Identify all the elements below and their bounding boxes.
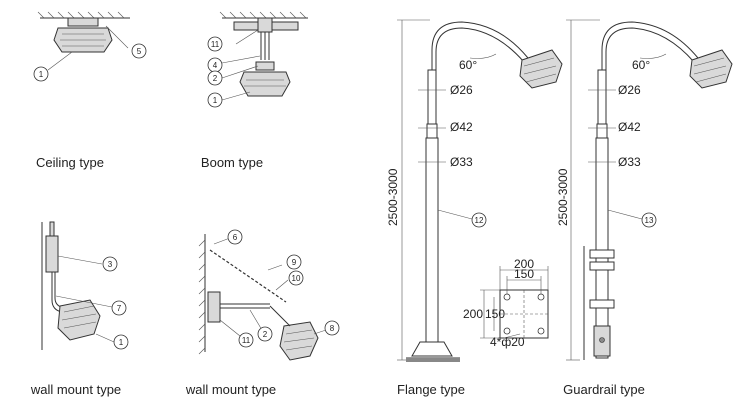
support-chain — [209, 249, 287, 303]
caption-guardrail: Guardrail type — [563, 382, 645, 397]
caption-boom: Boom type — [201, 155, 263, 170]
callout-1c — [113, 334, 129, 350]
svg-text:150: 150 — [485, 307, 505, 321]
angle-label-flange: 60° — [459, 58, 477, 72]
svg-text:Ø42: Ø42 — [450, 120, 473, 134]
svg-text:2: 2 — [263, 330, 268, 339]
svg-text:8: 8 — [330, 324, 335, 333]
callout-12 — [471, 212, 487, 228]
pole-arm — [431, 21, 529, 70]
callout-8 — [324, 320, 340, 336]
flange-plate-detail: 200 150 200 150 4*ф20 — [463, 257, 549, 349]
svg-text:Ø42: Ø42 — [618, 120, 641, 134]
rail-clamp-upper — [589, 249, 615, 259]
wall-mount-figure-2: 6 9 10 11 2 8 — [198, 229, 340, 361]
flange-base — [411, 341, 453, 357]
height-dim-flange: 2500-3000 — [386, 168, 400, 226]
svg-text:150: 150 — [514, 267, 534, 281]
callout-7 — [111, 300, 127, 316]
wall-lamp-1 — [57, 299, 101, 341]
flange-lamp — [519, 49, 563, 89]
svg-text:7: 7 — [117, 304, 122, 313]
caption-wall-2: wall mount type — [185, 382, 276, 397]
boom-lamp — [239, 71, 291, 97]
svg-text:Ø26: Ø26 — [450, 83, 473, 97]
svg-text:5: 5 — [137, 47, 142, 56]
svg-text:4: 4 — [213, 61, 218, 70]
flange-type-figure: 2500-3000 60° Ø26 Ø42 Ø33 12 — [386, 19, 563, 362]
svg-text:Ø33: Ø33 — [618, 155, 641, 169]
callout-1b — [207, 92, 223, 108]
callout-10 — [288, 270, 304, 286]
svg-text:200: 200 — [514, 257, 534, 271]
svg-text:1: 1 — [119, 338, 124, 347]
callout-2b — [257, 326, 273, 342]
angle-label-guardrail: 60° — [632, 58, 650, 72]
svg-text:11: 11 — [211, 40, 220, 49]
svg-text:2: 2 — [213, 74, 218, 83]
caption-ceiling: Ceiling type — [36, 155, 104, 170]
rail-clamp-lower — [589, 299, 615, 309]
svg-text:4*ф20: 4*ф20 — [490, 335, 525, 349]
callout-5 — [131, 43, 147, 59]
svg-text:10: 10 — [292, 274, 301, 283]
height-dim-guardrail: 2500-3000 — [556, 168, 570, 226]
callout-9 — [286, 254, 302, 270]
boom-type-figure: 11 4 2 1 — [207, 11, 308, 108]
guardrail-pole — [595, 137, 609, 359]
svg-text:11: 11 — [242, 336, 251, 345]
svg-text:6: 6 — [233, 233, 238, 242]
lower-pole — [425, 137, 439, 343]
callout-11b — [238, 332, 254, 348]
svg-text:1: 1 — [39, 70, 44, 79]
caption-flange: Flange type — [397, 382, 465, 397]
callout-1 — [33, 66, 49, 82]
svg-text:Ø33: Ø33 — [450, 155, 473, 169]
svg-text:9: 9 — [292, 258, 297, 267]
callout-3 — [102, 256, 118, 272]
wall-lamp-2 — [279, 321, 319, 361]
svg-text:Ø26: Ø26 — [618, 83, 641, 97]
upper-pole — [427, 69, 437, 125]
guardrail-lamp — [689, 49, 733, 89]
svg-text:200: 200 — [463, 307, 483, 321]
wall-mount-figure-1: 3 7 1 — [41, 221, 129, 350]
callout-2a — [207, 70, 223, 86]
svg-text:3: 3 — [108, 260, 113, 269]
guardrail-type-figure: 2500-3000 60° Ø26 Ø42 Ø33 13 — [556, 19, 733, 361]
svg-text:13: 13 — [645, 216, 654, 225]
svg-text:1: 1 — [213, 96, 218, 105]
callout-6 — [227, 229, 243, 245]
caption-wall-1: wall mount type — [30, 382, 121, 397]
svg-text:12: 12 — [475, 216, 484, 225]
callout-11a — [207, 36, 223, 52]
callout-13 — [641, 212, 657, 228]
ceiling-type-figure: 5 1 — [33, 11, 147, 82]
